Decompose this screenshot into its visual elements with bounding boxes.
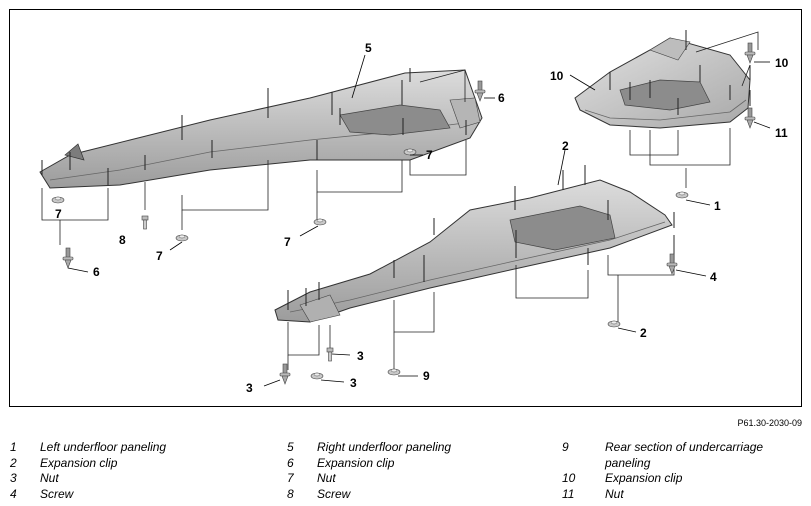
- callout-5: 5: [365, 41, 372, 55]
- callout-8: 8: [119, 233, 126, 247]
- legend-item: 3 Nut: [10, 471, 260, 487]
- callout-9: 10: [550, 69, 564, 83]
- legend-column-1: 1 Left underfloor paneling 2 Expansion c…: [10, 440, 260, 502]
- legend-column-2: 5 Right underfloor paneling 6 Expansion …: [287, 440, 537, 502]
- callout-11: 1: [714, 199, 721, 213]
- legend-item: 5 Right underfloor paneling: [287, 440, 537, 456]
- legend-label: Nut: [40, 471, 59, 485]
- callout-10: 10: [775, 56, 789, 70]
- legend-item: 2 Expansion clip: [10, 456, 260, 472]
- callout-7: 7: [284, 235, 291, 249]
- legend-item: 4 Screw: [10, 487, 260, 503]
- expansion-clip-icon: [474, 80, 486, 102]
- legend-label: Left underfloor paneling: [40, 440, 167, 454]
- nut-icon: [675, 191, 689, 199]
- left-underfloor-paneling: [274, 149, 675, 370]
- legend-number: 4: [10, 486, 17, 501]
- legend-number: 2: [10, 455, 17, 470]
- legend-label: Screw: [317, 486, 351, 501]
- legend-label: Nut: [317, 471, 336, 485]
- legend-number: 8: [287, 486, 294, 501]
- legend-item: 6 Expansion clip: [287, 456, 537, 472]
- rear-undercarriage-paneling: [569, 30, 759, 188]
- legend-number: 9: [562, 440, 569, 454]
- legend-label: Right underfloor paneling: [317, 440, 452, 454]
- callout-3: 3: [350, 376, 357, 390]
- legend-item: 10 Expansion clip: [562, 471, 795, 487]
- expansion-clip-icon: [666, 253, 678, 275]
- callout-2: 3: [246, 381, 253, 395]
- callout-6: 6: [93, 265, 100, 279]
- expansion-clip-icon: [744, 107, 756, 129]
- exploded-parts-diagram: 5 6 7 7 7 8 6 10 10 11 1 2 4 3 2 3 3 9 7: [9, 9, 802, 407]
- callout-1: 2: [562, 139, 569, 153]
- legend-item: 11 Nut: [562, 487, 795, 503]
- callout-2: 4: [710, 270, 717, 284]
- legend-item: 9 Rear section of undercarriage paneling: [562, 440, 795, 471]
- legend-number: 7: [287, 471, 294, 485]
- callout-6: 6: [498, 91, 505, 105]
- legend-number: 11: [562, 486, 575, 501]
- legend-item: 8 Screw: [287, 487, 537, 503]
- nut-icon: [387, 368, 401, 376]
- legend-label: Expansion clip: [605, 471, 683, 485]
- callout-10: 11: [775, 126, 788, 140]
- nut-icon: [175, 234, 189, 242]
- legend-number: 3: [10, 471, 17, 485]
- callout-4: 3: [357, 349, 364, 363]
- nut-icon: [313, 218, 327, 226]
- legend-label: Nut: [605, 486, 624, 501]
- nut-icon: [310, 372, 324, 380]
- right-underfloor-paneling: [39, 54, 483, 245]
- legend-number: 6: [287, 455, 294, 470]
- callout-3: 2: [640, 326, 647, 340]
- legend-number: 5: [287, 440, 294, 454]
- diagram-canvas: 5 6 7 7 7 8 6 10 10 11 1 2 4 3 2 3 3 9 7: [39, 30, 789, 395]
- legend-label: Expansion clip: [40, 455, 118, 470]
- legend-label: Rear section of undercarriage paneling: [605, 440, 764, 470]
- legend-number: 10: [562, 471, 576, 485]
- legend-column-3: 9 Rear section of undercarriage paneling…: [562, 440, 795, 502]
- nut-icon: [607, 320, 621, 328]
- legend-label: Screw: [40, 486, 74, 501]
- nut-icon: [51, 196, 65, 204]
- legend-number: 1: [10, 440, 17, 454]
- figure-reference: P61.30-2030-09: [737, 418, 802, 428]
- callout-7: 7: [426, 148, 433, 162]
- expansion-clip-icon: [62, 247, 74, 269]
- callout-3: 9: [423, 369, 430, 383]
- legend-item: 1 Left underfloor paneling: [10, 440, 260, 456]
- callout-7: 7: [55, 207, 62, 221]
- callout-7: 7: [156, 249, 163, 263]
- expansion-clip-icon: [744, 42, 756, 64]
- screw-icon: [141, 215, 149, 230]
- nut-icon: [403, 148, 417, 156]
- callouts: 5 6 7 7 7 8 6 10 10 11 1 2 4 3 2 3 3 9 7: [55, 41, 789, 395]
- expansion-clip-icon: [279, 363, 291, 385]
- screw-icon: [326, 347, 334, 362]
- legend-item: 7 Nut: [287, 471, 537, 487]
- leader-lines: [67, 61, 771, 387]
- legend-label: Expansion clip: [317, 455, 395, 470]
